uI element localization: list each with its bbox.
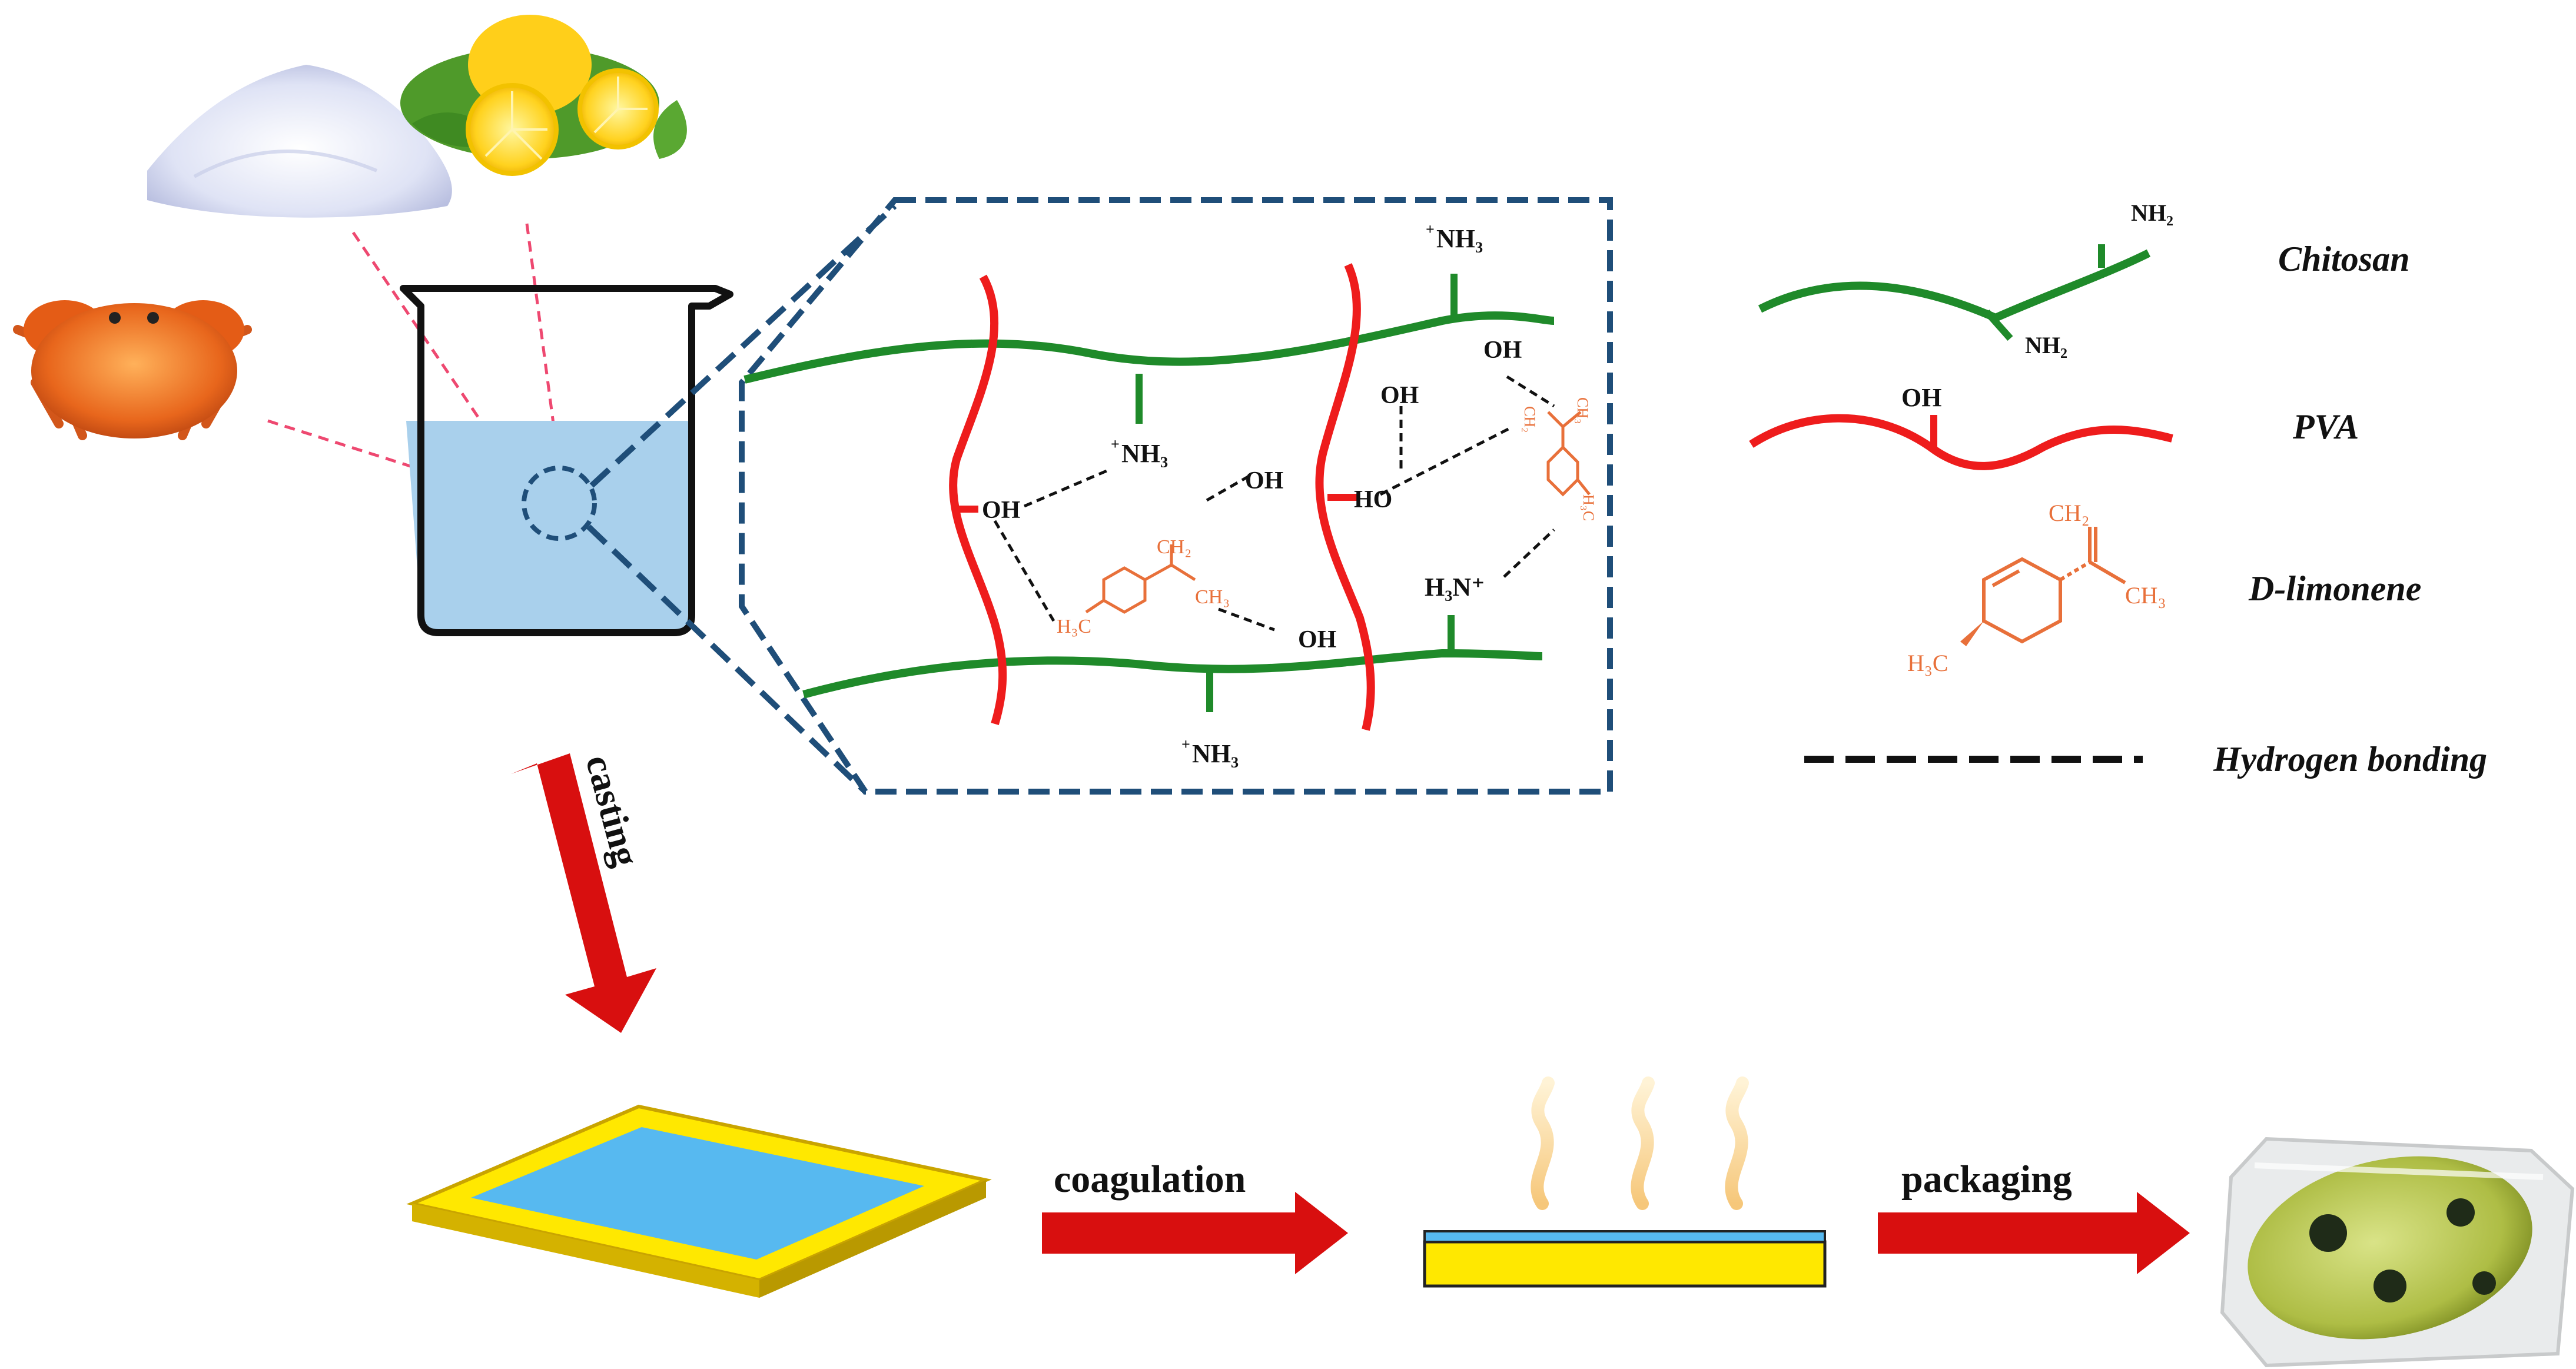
casting-tray [406, 1104, 992, 1298]
ho-label: HO [1354, 486, 1392, 513]
legend-limonene-h3c: H₃C [1907, 650, 1948, 676]
zoom-lines [586, 204, 897, 794]
beaker [400, 285, 733, 636]
h3c-label-a: H₃C [1057, 616, 1091, 637]
casting-arrow [511, 753, 656, 1033]
packaging-arrow [1878, 1192, 2190, 1274]
h3n-plus-label: H₃N⁺ [1425, 573, 1485, 602]
legend-chitosan-nh2-bottom: NH₂ [2025, 332, 2067, 358]
ch2-label-b: CH₂ [1521, 406, 1538, 433]
legend-chitosan-label: Chitosan [2278, 240, 2409, 278]
legend-hbond-label: Hydrogen bonding [2213, 740, 2487, 779]
nh3-mid-label: NH₃ [1121, 439, 1168, 468]
ch2-label-a: CH₂ [1157, 536, 1191, 558]
legend-limonene-wedge [1960, 621, 1984, 646]
legend-chitosan-line [1758, 249, 2151, 323]
legend-limonene-ch2: CH₂ [2049, 500, 2090, 526]
structure-labels: NH₃ + NH₃ + NH₃ + H₃N⁺ OH OH OH OH OH HO… [982, 221, 1597, 768]
structure-frame [739, 197, 1613, 795]
legend-pva-line [1749, 414, 2173, 470]
chitosan-chain-bottom [802, 649, 1543, 699]
sugar-powder-image [147, 65, 452, 218]
packaging-label: packaging [1901, 1158, 2072, 1201]
structure-network [743, 263, 1591, 731]
oh-label-left: OH [982, 497, 1020, 524]
oh-label-upper: OH [1380, 382, 1419, 409]
drying-film [1423, 1230, 1827, 1288]
chitosan-chain-top [743, 311, 1555, 384]
nh3-bottom-label: NH₃ [1192, 739, 1239, 768]
ch3-label-a: CH₃ [1195, 586, 1230, 608]
steam-icon [1531, 1076, 1749, 1210]
legend: NH₂ NH₂ Chitosan OH PVA CH₂ CH₃ H₃C D-li… [1749, 200, 2487, 779]
h3c-label-b: H₃C [1580, 494, 1597, 521]
ch3-label-b: CH₃ [1574, 397, 1591, 424]
legend-limonene-structure [1982, 527, 2126, 644]
legend-chitosan-nh2-top: NH₂ [2131, 200, 2173, 226]
coagulation-arrow [1042, 1192, 1348, 1274]
limonene-molecule-a [1085, 544, 1196, 614]
lemon-image [400, 15, 687, 176]
legend-limonene-label: D-limonene [2248, 569, 2421, 608]
packaged-mango-image [2220, 1137, 2575, 1368]
pva-chain-left [949, 274, 1007, 726]
coagulation-label: coagulation [1054, 1158, 1246, 1201]
nh3-top-charge: + [1426, 221, 1435, 238]
crab-image [13, 300, 252, 440]
oh-label-center: OH [1245, 467, 1283, 494]
pva-chain-right [1315, 263, 1375, 731]
hydrogen-bonds [993, 375, 1555, 632]
oh-label-lower: OH [1298, 626, 1336, 653]
nh3-top-label: NH₃ [1436, 224, 1483, 253]
nh3-bottom-charge: + [1181, 736, 1190, 753]
legend-pva-oh: OH [1901, 383, 1941, 412]
nh3-mid-charge: + [1111, 436, 1120, 453]
legend-pva-label: PVA [2292, 407, 2359, 446]
oh-label-topright: OH [1483, 337, 1522, 364]
limonene-molecule-b [1546, 411, 1591, 497]
legend-limonene-ch3: CH₃ [2125, 582, 2166, 609]
